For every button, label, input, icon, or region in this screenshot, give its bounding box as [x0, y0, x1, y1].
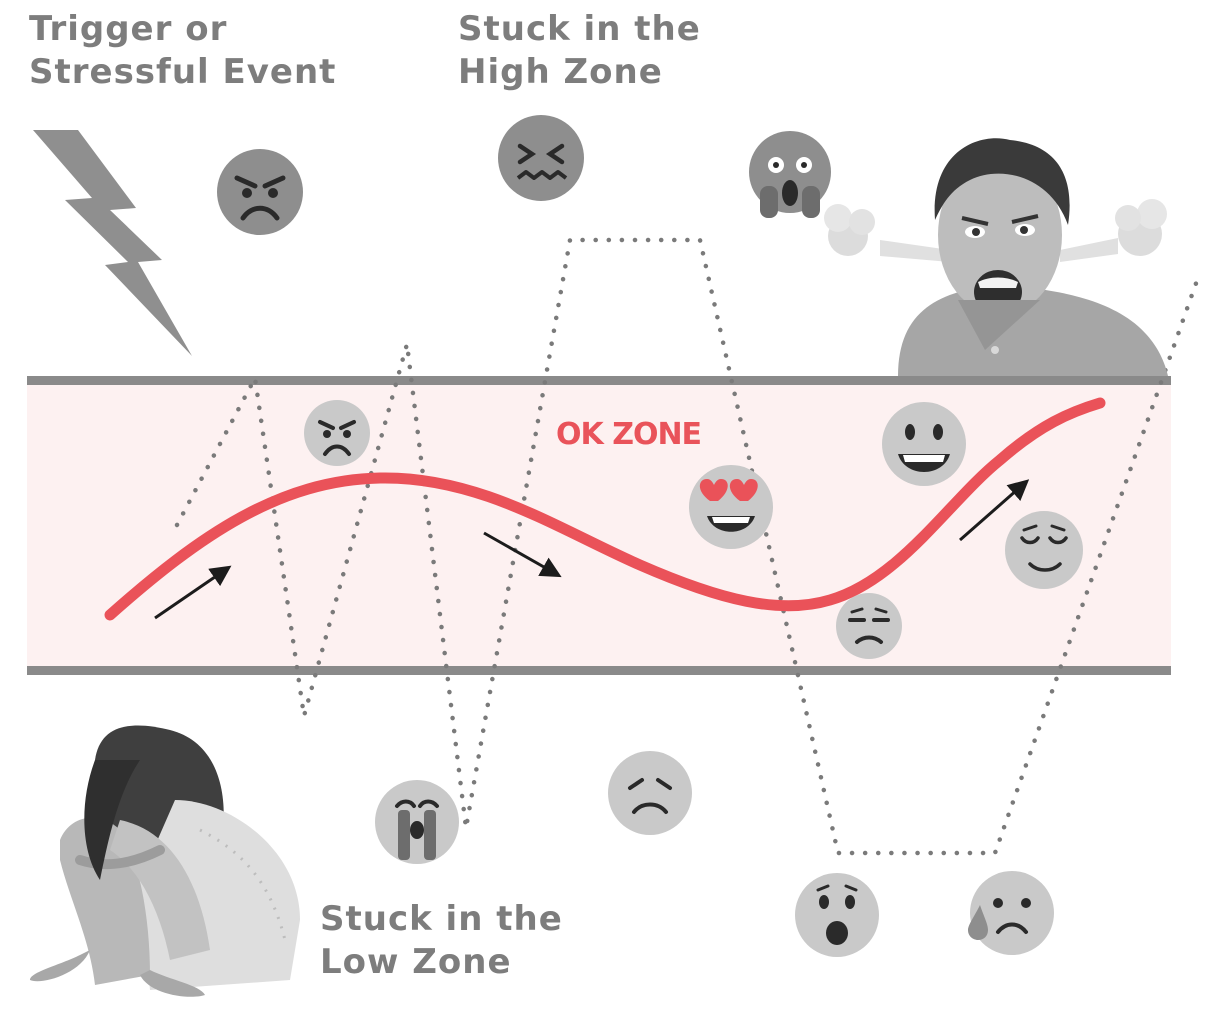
- trigger-label-line-2: Stressful Event: [29, 51, 336, 94]
- high-zone-label-line-2: High Zone: [458, 51, 701, 94]
- angry-face-small-icon: [304, 400, 370, 466]
- lightning-bolt-icon: [33, 130, 192, 356]
- low-zone-label: Stuck in the Low Zone: [320, 898, 563, 984]
- screaming-face-icon: [749, 131, 831, 218]
- high-zone-label-line-1: Stuck in the: [458, 8, 701, 51]
- sad-girl-photo: [30, 725, 300, 996]
- grinning-face-icon: [882, 402, 966, 486]
- crying-face-icon: [375, 780, 459, 864]
- sad-sweat-face-icon: [968, 871, 1054, 955]
- trigger-label: Trigger or Stressful Event: [29, 8, 336, 94]
- disappointed-face-icon: [608, 751, 692, 835]
- high-zone-label: Stuck in the High Zone: [458, 8, 701, 94]
- ok-zone-top-border: [27, 376, 1171, 385]
- angry-boy-photo: [824, 138, 1168, 376]
- heart-eyes-face-icon: [689, 465, 773, 549]
- trigger-label-line-1: Trigger or: [29, 8, 336, 51]
- ok-zone-label: OK ZONE: [556, 417, 701, 452]
- confounded-face-icon: [498, 115, 584, 201]
- ok-zone-bottom-border: [27, 666, 1171, 675]
- low-zone-label-line-2: Low Zone: [320, 941, 563, 984]
- relieved-face-icon: [1005, 511, 1083, 589]
- astonished-face-icon: [795, 873, 879, 957]
- low-zone-label-line-1: Stuck in the: [320, 898, 563, 941]
- unamused-face-icon: [836, 593, 902, 659]
- angry-face-icon: [217, 149, 303, 235]
